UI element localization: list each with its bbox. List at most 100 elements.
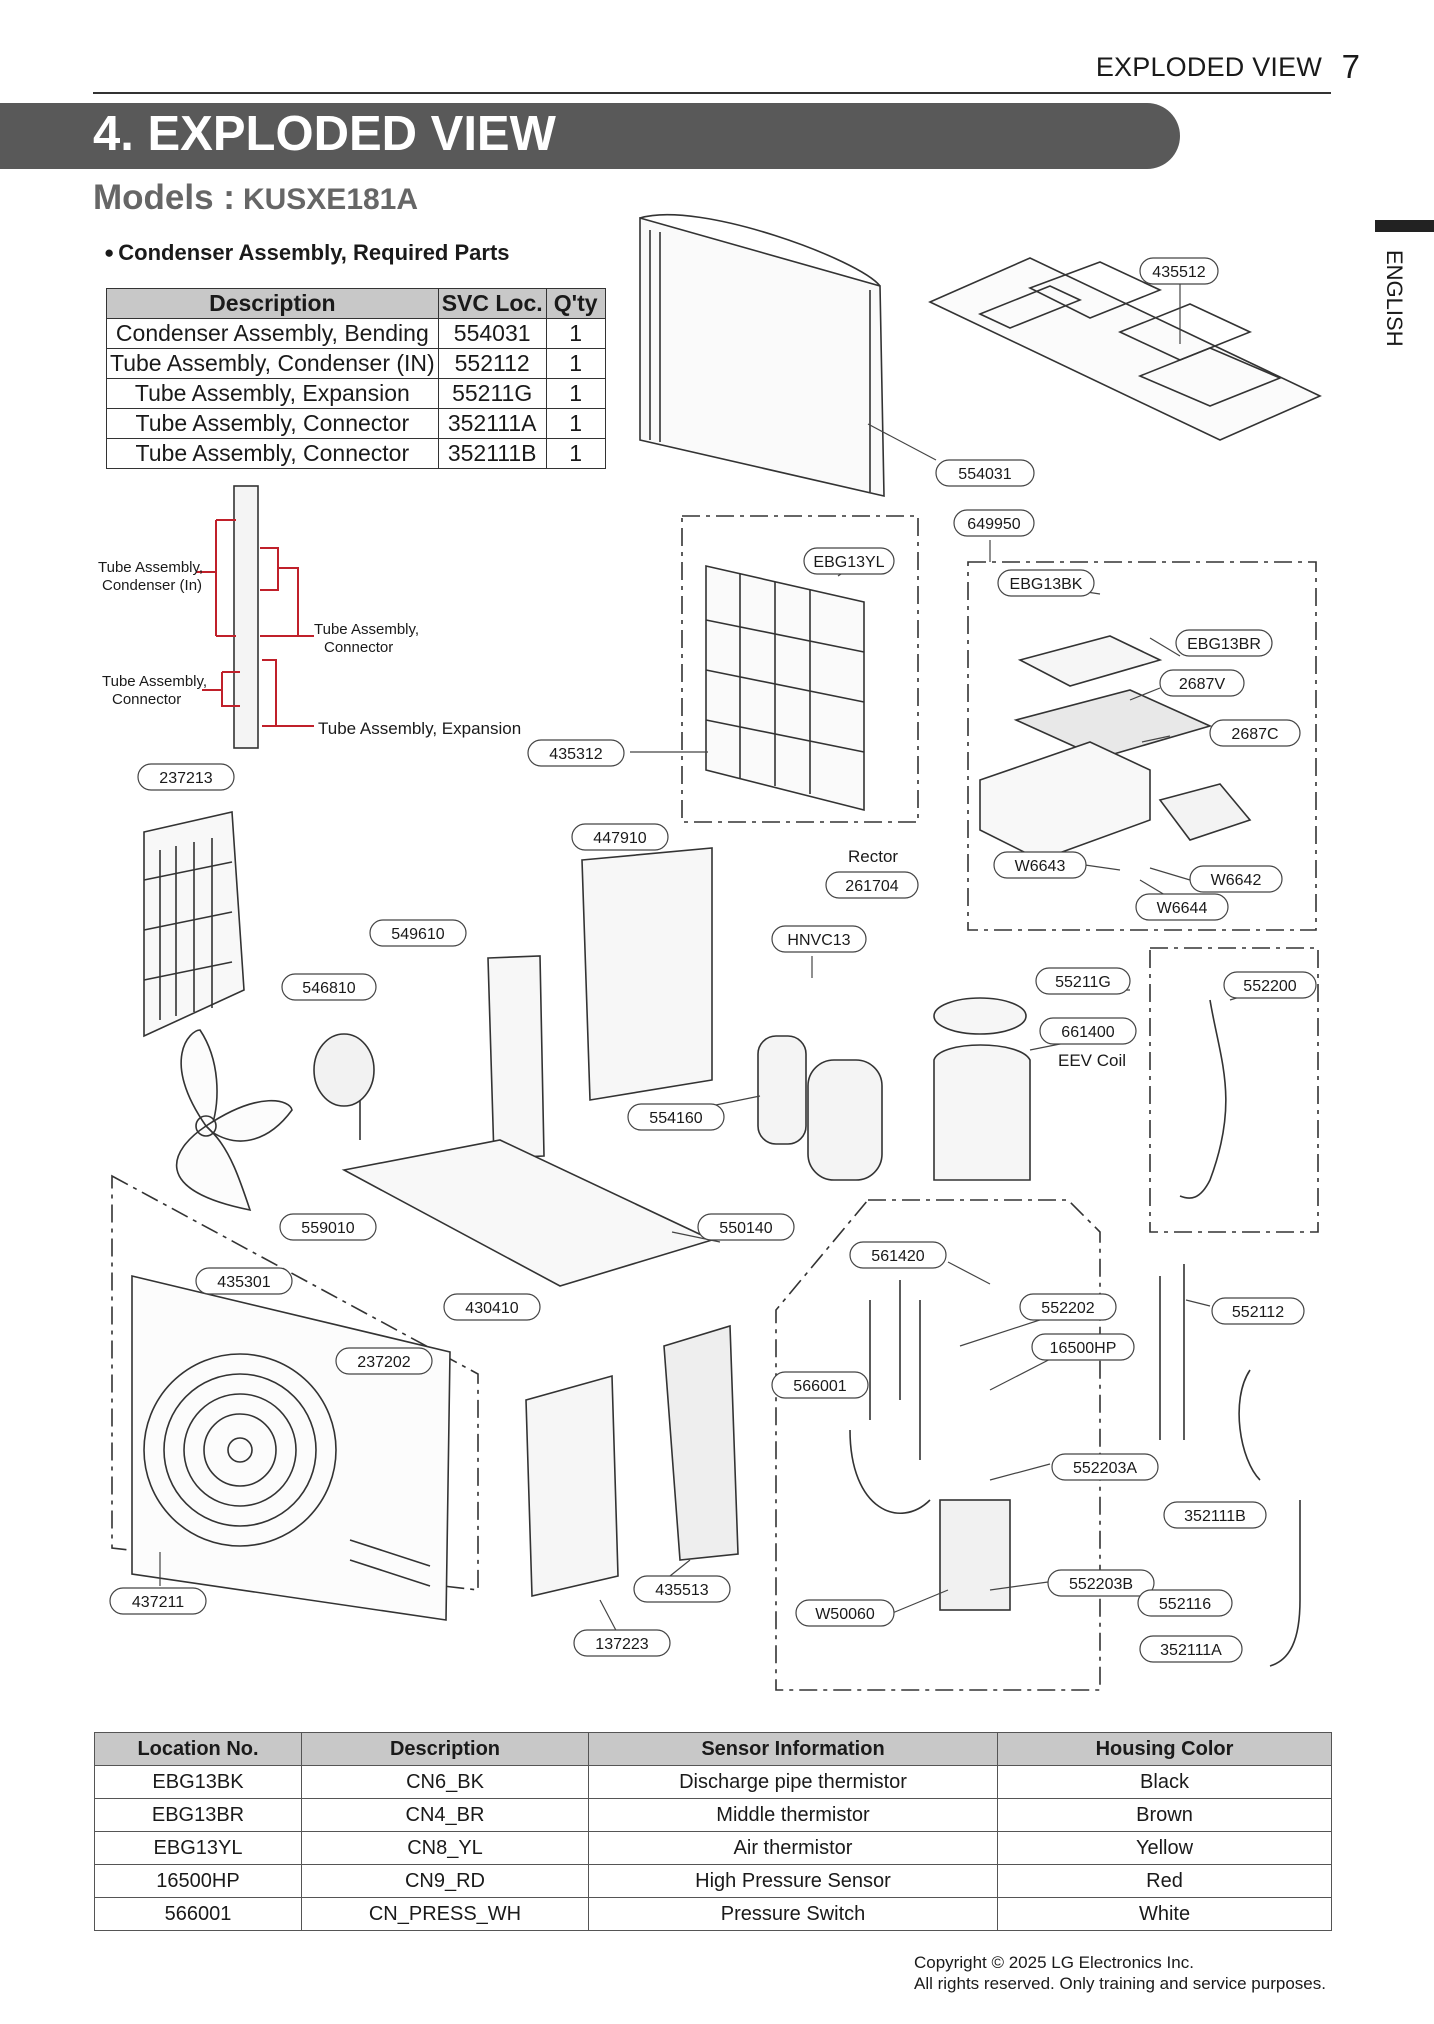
svg-text:435312: 435312 xyxy=(549,746,602,763)
table-row: EBG13BR CN4_BR Middle thermistor Brown xyxy=(94,1798,1332,1832)
svg-text:546810: 546810 xyxy=(302,980,355,997)
rector-label: Rector xyxy=(848,847,898,866)
side-panel-drawing xyxy=(143,811,245,1038)
part-label: 2687C xyxy=(1209,719,1301,747)
part-label: W6643 xyxy=(993,851,1087,879)
part-label: 566001 xyxy=(771,1371,869,1399)
table-cell: CN6_BK xyxy=(301,1765,589,1799)
part-label: EBG13BK xyxy=(997,569,1095,597)
column-header: Location No. xyxy=(94,1732,302,1766)
compressor-drawing xyxy=(757,1035,883,1181)
part-label: 435301 xyxy=(195,1267,293,1295)
svg-text:EBG13BR: EBG13BR xyxy=(1187,636,1261,653)
part-label: 2687V xyxy=(1159,669,1245,697)
table-header-row: Description SVC Loc. Q'ty xyxy=(106,288,606,319)
svg-text:EBG13YL: EBG13YL xyxy=(813,554,884,571)
top-cover-drawing xyxy=(928,257,1322,441)
svg-text:W6644: W6644 xyxy=(1157,900,1208,917)
part-label: 552116 xyxy=(1137,1589,1233,1617)
table-cell: Black xyxy=(997,1765,1332,1799)
column-header: Description xyxy=(301,1732,589,1766)
svg-text:EBG13BK: EBG13BK xyxy=(1010,576,1083,593)
svg-text:550140: 550140 xyxy=(719,1220,772,1237)
tube-callout-labels: Tube Assembly, Condenser (In) Tube Assem… xyxy=(98,559,419,708)
table-row: Condenser Assembly, Bending 554031 1 xyxy=(106,318,606,349)
rights-line: All rights reserved. Only training and s… xyxy=(914,1974,1326,1993)
required-parts-table: Description SVC Loc. Q'ty Condenser Asse… xyxy=(106,288,606,469)
column-header: Housing Color xyxy=(997,1732,1332,1766)
svg-text:559010: 559010 xyxy=(301,1220,354,1237)
svg-text:554031: 554031 xyxy=(958,466,1011,483)
table-cell: Air thermistor xyxy=(588,1831,998,1865)
part-label: 554160 xyxy=(627,1103,725,1131)
column-header: Description xyxy=(106,288,439,319)
part-label: 261704 xyxy=(825,871,919,899)
table-cell: Brown xyxy=(997,1798,1332,1832)
part-label: 550140 xyxy=(697,1213,795,1241)
svg-text:HNVC13: HNVC13 xyxy=(787,932,850,949)
table-row: EBG13YL CN8_YL Air thermistor Yellow xyxy=(94,1831,1332,1865)
svg-text:566001: 566001 xyxy=(793,1378,846,1395)
table-cell: Condenser Assembly, Bending xyxy=(106,318,439,349)
table-cell: Discharge pipe thermistor xyxy=(588,1765,998,1799)
eev-coil-label: EEV Coil xyxy=(1058,1051,1126,1070)
part-label: 559010 xyxy=(279,1213,377,1241)
part-label: EBG13YL xyxy=(803,547,895,575)
sensor-information-table: Location No. Description Sensor Informat… xyxy=(94,1732,1332,1931)
svg-text:W6642: W6642 xyxy=(1211,872,1262,889)
svg-text:661400: 661400 xyxy=(1061,1024,1114,1041)
svg-text:552116: 552116 xyxy=(1159,1596,1211,1613)
svg-text:552203A: 552203A xyxy=(1073,1460,1137,1477)
callout-connector-right-line2: Connector xyxy=(324,639,393,656)
table-cell: 352111A xyxy=(437,408,547,439)
table-cell: 16500HP xyxy=(94,1864,302,1898)
model-code: KUSXE181A xyxy=(242,183,419,216)
required-parts-heading: Condenser Assembly, Required Parts xyxy=(104,240,509,266)
part-label: 554031 xyxy=(935,459,1035,487)
callout-connector-left-line1: Tube Assembly, xyxy=(102,673,207,690)
copyright-line: Copyright © 2025 LG Electronics Inc. xyxy=(914,1953,1194,1972)
table-row: 566001 CN_PRESS_WH Pressure Switch White xyxy=(94,1897,1332,1931)
language-tab-marker xyxy=(1375,220,1434,232)
table-cell: 552112 xyxy=(437,348,547,379)
table-cell: 1 xyxy=(545,408,606,439)
control-box-dashed-box xyxy=(967,561,1317,931)
svg-text:561420: 561420 xyxy=(871,1248,924,1265)
table-cell: EBG13BR xyxy=(94,1798,302,1832)
base-pan-drawing xyxy=(341,1139,715,1287)
callout-condenser-in-line1: Tube Assembly, xyxy=(98,559,203,576)
part-label: 435513 xyxy=(633,1575,731,1603)
part-label: 552202 xyxy=(1019,1293,1117,1321)
part-label: EBG13BR xyxy=(1175,629,1273,657)
table-cell: EBG13YL xyxy=(94,1831,302,1865)
svg-text:W50060: W50060 xyxy=(815,1606,875,1623)
footer-copyright: Copyright © 2025 LG Electronics Inc. All… xyxy=(914,1952,1326,1994)
table-row: Tube Assembly, Condenser (IN) 552112 1 xyxy=(106,348,606,379)
part-label: 435512 xyxy=(1139,257,1219,285)
svg-text:55211G: 55211G xyxy=(1055,974,1111,991)
part-label: 546810 xyxy=(281,973,377,1001)
svg-text:552200: 552200 xyxy=(1243,978,1296,995)
svg-text:237202: 237202 xyxy=(357,1354,410,1371)
svg-text:352111A: 352111A xyxy=(1160,1642,1222,1659)
eev-dashed-box xyxy=(1149,947,1319,1233)
table-cell: EBG13BK xyxy=(94,1765,302,1799)
service-panel-drawing xyxy=(525,1374,619,1598)
svg-text:237213: 237213 xyxy=(159,770,212,787)
fan-motor-drawing xyxy=(313,1033,375,1140)
table-cell: 566001 xyxy=(94,1897,302,1931)
svg-text:554160: 554160 xyxy=(649,1110,702,1127)
svg-text:W6643: W6643 xyxy=(1015,858,1066,875)
table-cell: High Pressure Sensor xyxy=(588,1864,998,1898)
valve-cover-drawing xyxy=(663,1324,739,1561)
svg-text:552203B: 552203B xyxy=(1069,1576,1133,1593)
part-label: 552112 xyxy=(1211,1297,1305,1325)
part-label: 552203A xyxy=(1051,1453,1159,1481)
models-label: Models : xyxy=(93,178,235,217)
part-label: 430410 xyxy=(443,1293,541,1321)
motor-support-drawing xyxy=(487,955,545,1159)
table-cell: Tube Assembly, Condenser (IN) xyxy=(106,348,439,379)
part-label: W6644 xyxy=(1135,893,1229,921)
svg-text:261704: 261704 xyxy=(845,878,898,895)
table-cell: CN4_BR xyxy=(301,1798,589,1832)
